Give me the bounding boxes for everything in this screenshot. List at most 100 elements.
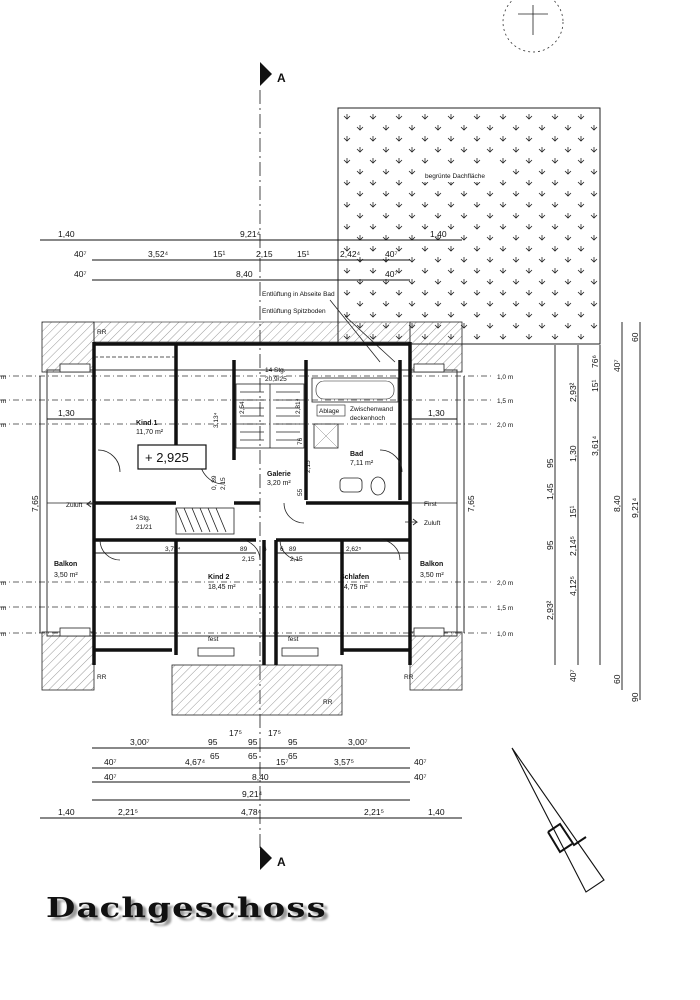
- height-label-r3: 2,0 m: [497, 580, 513, 587]
- dim-bot-1-5: 95: [288, 737, 298, 747]
- dim-door-schlafen-h: 2,15: [290, 556, 303, 563]
- dim-right-6: 95: [545, 458, 555, 468]
- dim-bot-2-6: 3,57⁵: [334, 757, 354, 767]
- dim-right-14: 4,12⁵: [568, 576, 578, 596]
- roof-eaves: [41, 321, 463, 716]
- room-area-balkon-left: 3,50 m²: [54, 572, 78, 579]
- stair-upper: 14 Stg. 20,9/25: [235, 367, 305, 449]
- dim-bot-1-6: 3,00⁷: [348, 737, 368, 747]
- dim-right-wall: 1,30: [428, 408, 445, 418]
- dim-mid-a: 6: [263, 546, 267, 553]
- dim-right-9: 8,40: [612, 495, 622, 512]
- bottom-dimensions: 3,00⁷ 95 17⁵ 95 17⁵ 95 3,00⁷ 40⁷ 4,67⁴ 6…: [40, 728, 462, 819]
- dim-top-3-1: 8,40: [236, 269, 253, 279]
- height-label-r4: 1,5 m: [497, 605, 513, 612]
- height-label-l3: m: [1, 580, 6, 587]
- dim-left-height: 7,65: [30, 495, 40, 512]
- dim-bot-5-4: 1,40: [428, 807, 445, 817]
- height-label-l1: m: [1, 398, 6, 405]
- inner-dimensions: 1,30 1,30 7,65 7,65 3,13⁴ 2,54 2,81⁴ 76 …: [30, 376, 476, 633]
- stair-upper-ratio: 20,9/25: [265, 376, 287, 383]
- dim-right-3: 40⁷: [612, 359, 622, 372]
- dim-top-2-3: 2,15: [256, 249, 273, 259]
- dim-right-8: 1,45: [545, 483, 555, 500]
- dim-left-wall: 1,30: [58, 408, 75, 418]
- windows: [59, 363, 445, 657]
- dim-bot-2-0: 40⁷: [104, 757, 117, 767]
- dim-door-schlafen: 89: [289, 546, 297, 553]
- stair-upper-label: 14 Stg.: [265, 367, 286, 374]
- dim-bot-2-3: 65: [248, 751, 258, 761]
- misc-notes: First Zuluft Zuluft fest fest RR RR RR R…: [66, 329, 440, 706]
- dim-bot-1-4: 17⁵: [268, 728, 281, 738]
- height-label-r5: 1,0 m: [497, 631, 513, 638]
- building-walls: [46, 342, 458, 665]
- right-dimensions: 60 76⁶ 2,93² 40⁷ 15¹ 3,61⁴ 95 1,30 1,45 …: [545, 322, 641, 702]
- bath-fixtures: Ablage Zwischenwand deckenhoch: [311, 377, 399, 496]
- dim-kind2-width: 3,72⁴: [165, 546, 181, 553]
- dim-right-4: 15¹: [590, 380, 600, 392]
- note-rr-bottomleft: RR: [97, 674, 107, 681]
- stair-lower-label: 14 Stg.: [130, 515, 151, 522]
- dim-right-13: 95: [545, 540, 555, 550]
- dim-bot-1-1: 95: [208, 737, 218, 747]
- dim-bot-2-1: 4,67⁴: [185, 757, 206, 767]
- height-label-l2: m: [1, 422, 6, 429]
- dim-bot-5-0: 1,40: [58, 807, 75, 817]
- room-name-bad: Bad: [350, 451, 363, 458]
- dim-schlafen-width: 2,62⁵: [346, 546, 362, 553]
- section-arrow-bottom-icon: [260, 846, 272, 870]
- section-arrow-top-icon: [260, 62, 272, 86]
- dim-right-5: 3,61⁴: [590, 435, 600, 456]
- dim-right-12: 2,14⁵: [568, 536, 578, 556]
- height-label-l4: m: [1, 605, 6, 612]
- height-label-l5: m: [1, 631, 6, 638]
- dim-top-2-2: 15¹: [213, 249, 225, 259]
- dim-bot-5-3: 2,21⁵: [364, 807, 384, 817]
- dim-top-2-4: 15¹: [297, 249, 309, 259]
- room-area-kind1: 11,70 m²: [136, 429, 164, 436]
- dim-right-16: 40⁷: [568, 669, 578, 682]
- dim-bot-1-3: 95: [248, 737, 258, 747]
- dim-stair-b: 2,81⁴: [295, 398, 302, 414]
- shower-icon: [313, 423, 339, 449]
- drawing-title: Dachgeschoss: [46, 893, 327, 924]
- note-first: First: [424, 501, 437, 508]
- room-area-bad: 7,11 m²: [350, 460, 374, 467]
- dim-bot-2-5: 65: [288, 751, 298, 761]
- dim-right-10: 9,21⁴: [630, 497, 640, 518]
- height-label-r1: 1,5 m: [497, 398, 513, 405]
- dim-top-1-1: 9,21⁴: [240, 229, 261, 239]
- dim-bot-1-0: 3,00⁷: [130, 737, 150, 747]
- dim-right-1: 76⁶: [590, 355, 600, 368]
- section-line: A A: [259, 62, 286, 870]
- dim-right-15: 2,93²: [545, 600, 555, 620]
- level-marker: + 2,925: [137, 444, 207, 470]
- dim-bot-2-7: 40⁷: [414, 757, 427, 767]
- note-fixed-left: fest: [208, 636, 219, 643]
- dim-top-2-5: 2,42⁴: [340, 249, 361, 259]
- room-name-kind2: Kind 2: [208, 574, 229, 581]
- note-vent-attic: Entlüftung Spitzboden: [262, 308, 326, 315]
- dim-right-18: 90: [630, 692, 640, 702]
- room-area-kind2: 18,45 m²: [208, 584, 236, 591]
- dim-door-kind2-h: 2,15: [242, 556, 255, 563]
- dim-bot-3-1: 8,40: [252, 772, 269, 782]
- dim-stair-a: 2,54: [239, 401, 246, 414]
- section-mark-top: A: [277, 71, 286, 85]
- dim-mid-b: 6: [280, 546, 284, 553]
- note-fixed-right: fest: [288, 636, 299, 643]
- dim-bot-1-2: 17⁵: [229, 728, 242, 738]
- bathtub-icon: [311, 377, 399, 403]
- dim-right-0: 60: [630, 332, 640, 342]
- door-swings: [97, 449, 403, 561]
- green-roof-label: begrünte Dachfläche: [425, 173, 485, 180]
- dim-door-kind2: 89: [240, 546, 248, 553]
- dim-top-1-0: 1,40: [58, 229, 75, 239]
- dim-top-2-1: 3,52⁴: [148, 249, 169, 259]
- dim-top-2-0: 40⁷: [74, 249, 87, 259]
- height-label-r0: 1,0 m: [497, 374, 513, 381]
- room-labels: Kind 1 11,70 m² Bad 7,11 m² Galerie 3,20…: [54, 420, 444, 591]
- note-rr-bottom: RR: [323, 699, 333, 706]
- dim-door-b: 2,15: [220, 477, 227, 490]
